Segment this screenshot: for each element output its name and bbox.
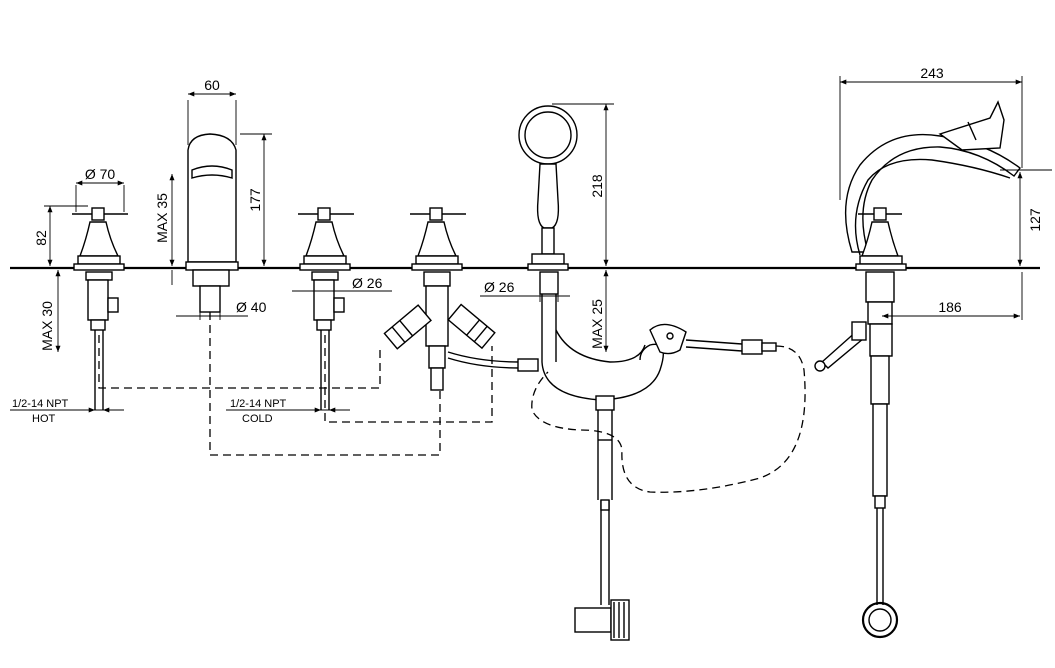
dimension-lines (10, 76, 1052, 413)
dashed-connections (98, 312, 806, 493)
handshower (518, 105, 777, 641)
cold-label: COLD (242, 413, 273, 425)
cold-thread-label: 1/2-14 NPT (230, 398, 287, 410)
hot-thread-label: 1/2-14 NPT (12, 398, 69, 410)
dim-side-width: 243 (920, 65, 944, 81)
hot-label: HOT (32, 413, 56, 425)
dim-spout-height: 177 (247, 188, 263, 212)
dim-side-reach: 186 (938, 299, 962, 315)
dim-valve-dia: Ø 26 (352, 275, 383, 291)
dim-below-deck-max: MAX 30 (39, 301, 55, 351)
dim-handshower-height: 218 (589, 174, 605, 198)
dim-handle-height: 82 (33, 230, 49, 246)
side-view (814, 100, 1021, 639)
diverter-valve (383, 207, 539, 391)
dim-side-height: 127 (1027, 208, 1043, 232)
dim-spout-base: Ø 40 (236, 299, 267, 315)
spout (185, 133, 239, 313)
dim-spout-max: MAX 35 (154, 193, 170, 243)
dim-spout-width: 60 (204, 77, 220, 93)
dim-diverter-dia: Ø 26 (484, 279, 515, 295)
dim-handshower-max: MAX 25 (589, 299, 605, 349)
dim-handle-dia: Ø 70 (85, 166, 116, 182)
cold-valve (298, 207, 354, 410)
hot-valve (72, 207, 128, 410)
